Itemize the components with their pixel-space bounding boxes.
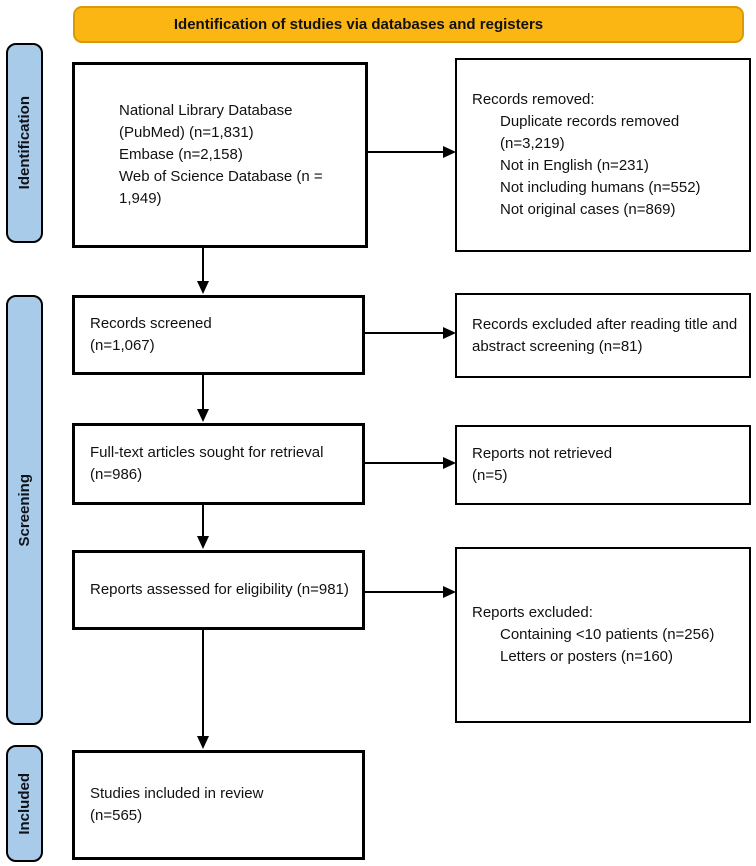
reports-excluded-item: Letters or posters (n=160) (500, 648, 674, 665)
fulltext-sought-line: Full-text articles sought for retrieval … (90, 444, 324, 483)
records-screened-count: (n=1,067) (90, 337, 155, 354)
stage-label-included: Included (6, 745, 43, 862)
records-removed-item: Not original cases (n=869) (500, 201, 676, 218)
arrowhead-assessed-to-included (197, 736, 209, 749)
box-reports-excluded: Reports excluded: Containing <10 patient… (455, 547, 751, 723)
reports-not-retrieved-line: Reports not retrieved (472, 445, 613, 462)
stage-label-screening-text: Screening (16, 473, 33, 547)
arrowhead-databases-to-screened (197, 281, 209, 294)
stage-label-included-text: Included (16, 772, 33, 835)
reports-excluded-header: Reports excluded: (472, 604, 593, 621)
studies-included-line: Studies included in review (90, 785, 264, 802)
reports-not-retrieved-count: (n=5) (472, 467, 508, 484)
box-database-records: National Library Database (PubMed) (n=1,… (72, 62, 368, 248)
box-records-removed: Records removed: Duplicate records remov… (455, 58, 751, 252)
records-screened-line: Records screened (90, 315, 212, 332)
records-removed-header: Records removed: (472, 91, 595, 108)
title-banner: Identification of studies via databases … (73, 6, 744, 43)
stage-label-identification-text: Identification (16, 96, 33, 190)
records-removed-item: Not in English (n=231) (500, 157, 649, 174)
title-banner-label: Identification of studies via databases … (173, 16, 544, 33)
box-fulltext-sought: Full-text articles sought for retrieval … (72, 423, 365, 505)
box-records-screened: Records screened (n=1,067) (72, 295, 365, 375)
records-removed-item: Not including humans (n=552) (500, 179, 701, 196)
box-reports-assessed: Reports assessed for eligibility (n=981) (72, 550, 365, 630)
arrowhead-fulltext-to-assessed (197, 536, 209, 549)
box-reports-not-retrieved: Reports not retrieved (n=5) (455, 425, 751, 505)
box-title-abstract-excluded: Records excluded after reading title and… (455, 293, 751, 378)
stage-label-identification: Identification (6, 43, 43, 243)
stage-label-screening: Screening (6, 295, 43, 725)
database-line: Embase (n=2,158) (119, 146, 243, 163)
reports-excluded-item: Containing <10 patients (n=256) (500, 626, 715, 643)
database-line: Web of Science Database (n = 1,949) (119, 168, 323, 207)
studies-included-count: (n=565) (90, 807, 143, 824)
arrowhead-screened-to-fulltext (197, 409, 209, 422)
database-line: National Library Database (PubMed) (n=1,… (119, 102, 293, 141)
title-abstract-excluded-line: Records excluded after reading title and… (472, 315, 738, 355)
records-removed-item: Duplicate records removed (n=3,219) (500, 113, 680, 152)
box-studies-included: Studies included in review (n=565) (72, 750, 365, 860)
reports-assessed-line: Reports assessed for eligibility (n=981) (90, 581, 349, 598)
